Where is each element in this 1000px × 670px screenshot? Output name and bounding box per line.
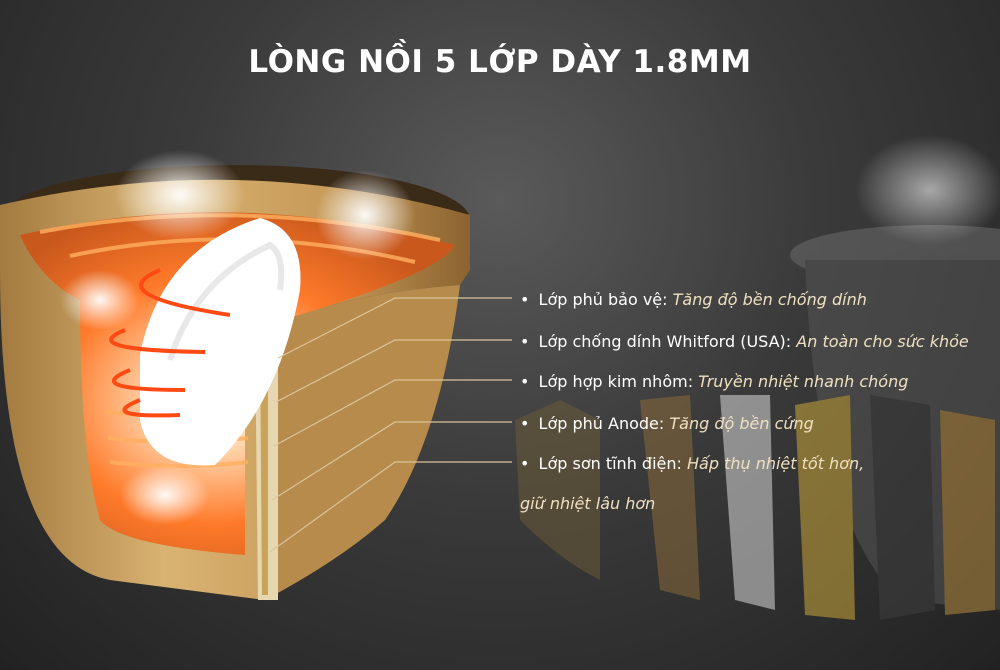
feature-desc: Truyền nhiệt nhanh chóng [698,372,909,391]
bullet: • [520,332,530,351]
feature-item: • Lớp sơn tĩnh điện: Hấp thụ nhiệt tốt h… [520,454,864,473]
feature-name: Lớp hợp kim nhôm: [538,372,694,391]
leader-line-2 [275,339,512,403]
feature-name: Lớp phủ Anode: [538,414,665,433]
feature-desc: Tăng độ bền cứng [669,414,814,433]
bullet: • [520,454,530,473]
leader-line-5 [269,461,512,553]
leader-line-4 [271,421,512,501]
bullet: • [520,290,530,309]
feature-desc: Tăng độ bền chống dính [672,290,867,309]
leader-line-3 [273,379,512,447]
leader-line-1 [277,297,512,359]
feature-item: • Lớp phủ Anode: Tăng độ bền cứng [520,414,814,433]
feature-name: Lớp phủ bảo vệ: [538,290,668,309]
feature-desc-continuation: giữ nhiệt lâu hơn [520,494,656,513]
feature-name: Lớp sơn tĩnh điện: [538,454,682,473]
feature-desc: Hấp thụ nhiệt tốt hơn, [686,454,865,473]
feature-desc: An toàn cho sức khỏe [796,332,969,351]
feature-item: • Lớp chống dính Whitford (USA): An toàn… [520,332,969,351]
bullet: • [520,372,530,391]
feature-item: • Lớp hợp kim nhôm: Truyền nhiệt nhanh c… [520,372,908,391]
feature-name: Lớp chống dính Whitford (USA): [538,332,792,351]
feature-item: • Lớp phủ bảo vệ: Tăng độ bền chống dính [520,290,867,309]
page-title: LÒNG NỒI 5 LỚP DÀY 1.8MM [248,44,752,80]
bullet: • [520,414,530,433]
ghost-layers [515,225,1000,620]
